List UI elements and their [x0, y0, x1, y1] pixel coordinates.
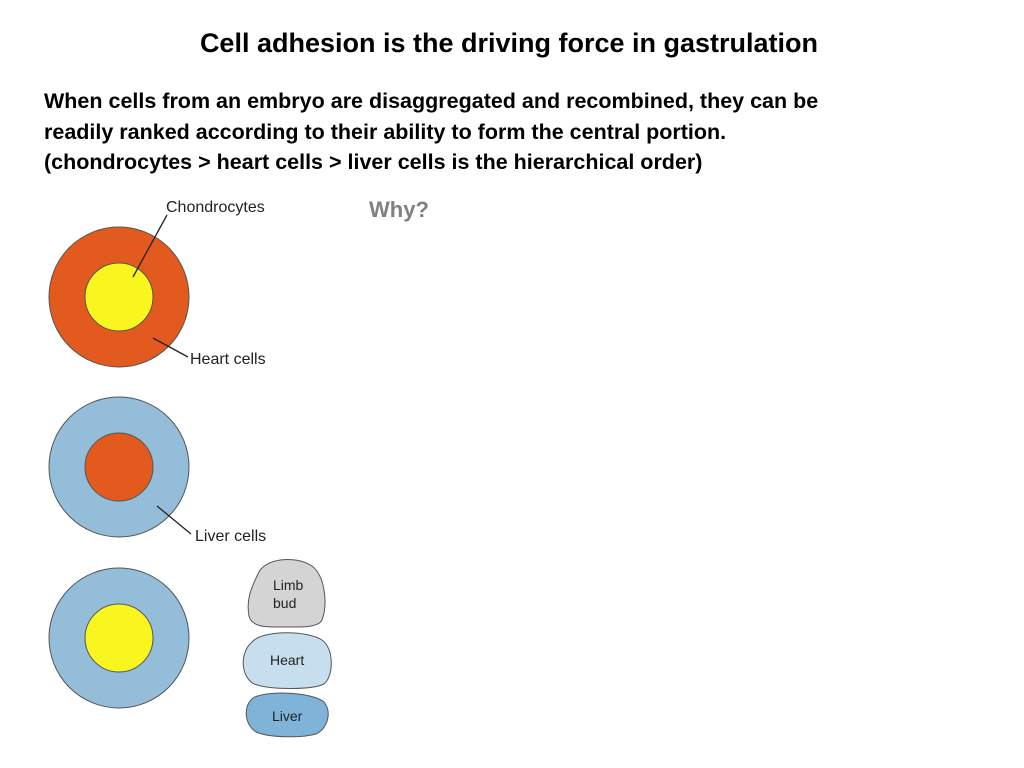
aggregate-chondrocytes-liver [48, 567, 190, 709]
slide-body-text: When cells from an embryo are disaggrega… [44, 86, 1004, 178]
why-question: Why? [369, 197, 429, 222]
body-line: When cells from an embryo are disaggrega… [44, 89, 819, 113]
heart-blob: Heart [242, 632, 332, 689]
chondrocytes-inner-core [84, 262, 154, 332]
liver-blob-label: Liver [272, 708, 303, 724]
liver-cells-label: Liver cells [195, 528, 266, 545]
body-line: readily ranked according to their abilit… [44, 119, 727, 144]
liver-blob: Liver [245, 692, 329, 738]
chondrocytes-inner-core [84, 603, 154, 673]
heart-cells-leader-line [152, 337, 189, 358]
limb-bud-blob: Limb bud [247, 559, 326, 628]
liver-blob-shape [245, 692, 329, 738]
heart-blob-label: Heart [270, 652, 304, 668]
aggregate-heart-liver [48, 396, 190, 538]
limb-bud-label-line2: bud [273, 595, 296, 611]
limb-bud-label-line1: Limb [273, 577, 304, 593]
slide-title: Cell adhesion is the driving force in ga… [199, 28, 819, 58]
heart-cells-label: Heart cells [190, 351, 266, 368]
heart-blob-shape [242, 632, 332, 689]
heart-cells-inner-core [84, 432, 154, 502]
liver-cells-leader-line [156, 505, 192, 535]
aggregate-chondrocytes-heart [48, 226, 190, 368]
limb-bud-shape [247, 559, 326, 628]
chondrocytes-label: Chondrocytes [166, 199, 265, 216]
chondrocytes-leader-line [132, 214, 168, 278]
body-line: (chondrocytes > heart cells > liver cell… [44, 150, 703, 174]
